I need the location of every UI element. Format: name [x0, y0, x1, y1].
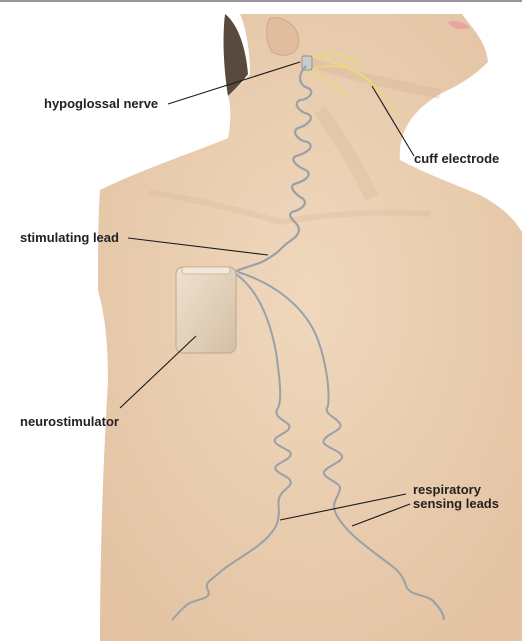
torso-silhouette	[98, 14, 522, 641]
label-neurostimulator: neurostimulator	[20, 415, 119, 429]
neurostimulator-device	[176, 267, 236, 353]
label-cuff-electrode: cuff electrode	[414, 152, 499, 166]
label-sensing-leads: sensing leads	[413, 497, 499, 511]
label-hypoglossal-nerve: hypoglossal nerve	[44, 97, 158, 111]
label-respiratory: respiratory	[413, 483, 481, 497]
label-stimulating-lead: stimulating lead	[20, 231, 119, 245]
